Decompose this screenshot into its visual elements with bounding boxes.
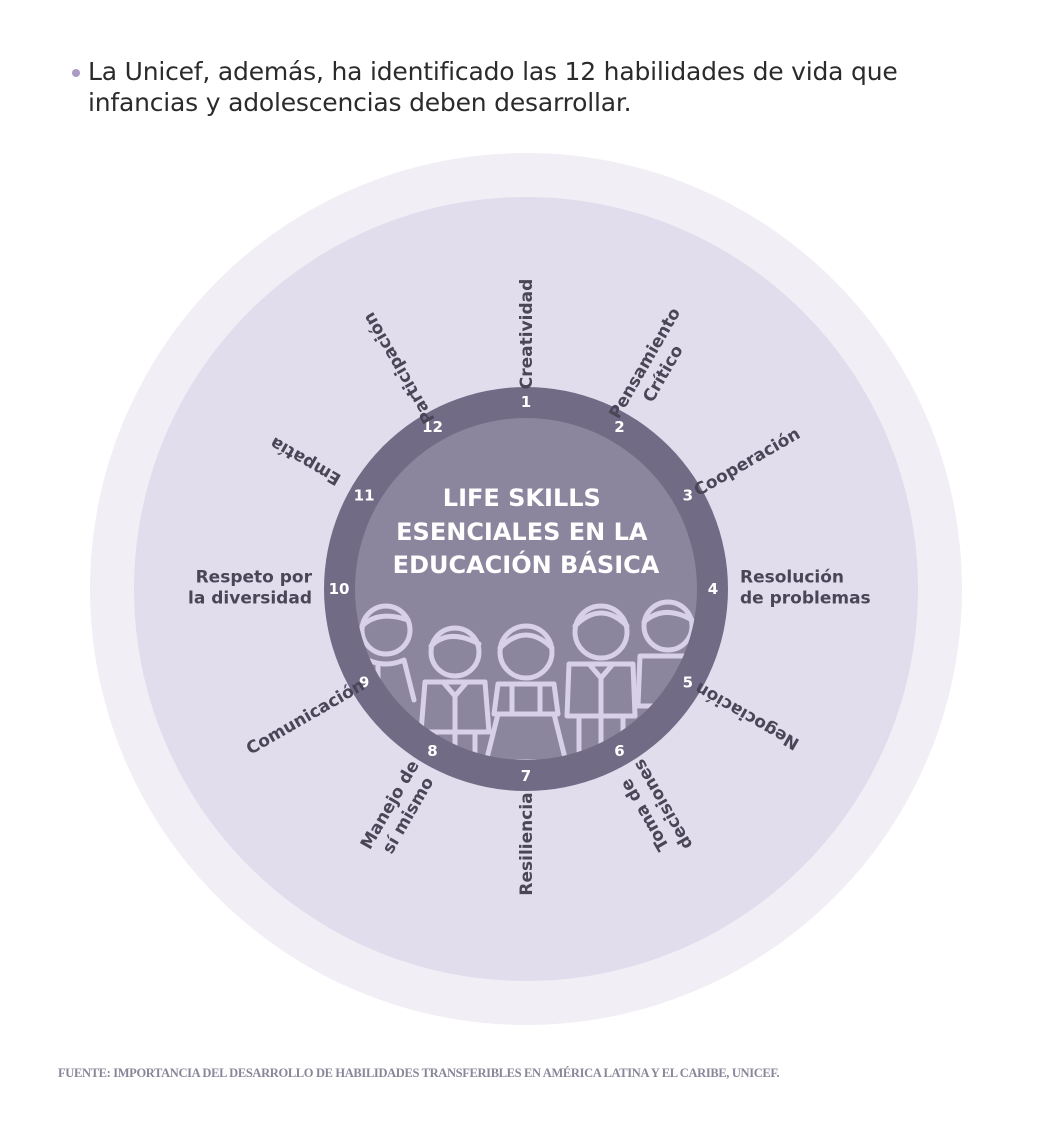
skill-number: 7 <box>521 767 531 785</box>
skill-label: Resiliencia <box>517 792 537 895</box>
skill-label-text: Creatividad <box>517 279 537 390</box>
skill-label: Creatividad <box>517 279 537 390</box>
skill-number: 11 <box>354 487 375 505</box>
skill-number: 10 <box>329 580 350 598</box>
center-disc <box>355 418 697 760</box>
center-title: LIFE SKILLS ESENCIALES EN LA EDUCACIÓN B… <box>393 484 660 579</box>
intro-text: La Unicef, además, ha identificado las 1… <box>88 57 898 117</box>
skill-label-line: Resiliencia <box>517 792 537 895</box>
skill-number: 4 <box>708 580 718 598</box>
skill-label-line: Resolución <box>740 568 844 588</box>
skill-number: 12 <box>422 418 443 436</box>
skill-label-line: la diversidad <box>188 589 312 609</box>
skill-number: 3 <box>683 487 693 505</box>
skill-number: 8 <box>427 742 437 760</box>
center-title-line: ESENCIALES EN LA <box>396 518 648 546</box>
intro-paragraph: La Unicef, además, ha identificado las 1… <box>72 56 972 118</box>
center-title-line: LIFE SKILLS <box>443 484 601 512</box>
skill-number: 5 <box>683 674 693 692</box>
bullet-icon <box>72 69 80 77</box>
skill-number: 9 <box>359 674 369 692</box>
skill-number: 6 <box>614 742 624 760</box>
skill-label-line: Creatividad <box>517 279 537 390</box>
skill-label-line: de problemas <box>740 589 871 609</box>
source-note: FUENTE: IMPORTANCIA DEL DESARROLLO DE HA… <box>58 1066 780 1080</box>
skill-label-text: Resiliencia <box>517 792 537 895</box>
skill-number: 2 <box>614 418 624 436</box>
center-title-line: EDUCACIÓN BÁSICA <box>393 549 660 579</box>
skill-label-line: Respeto por <box>196 568 313 588</box>
skill-number: 1 <box>521 393 531 411</box>
